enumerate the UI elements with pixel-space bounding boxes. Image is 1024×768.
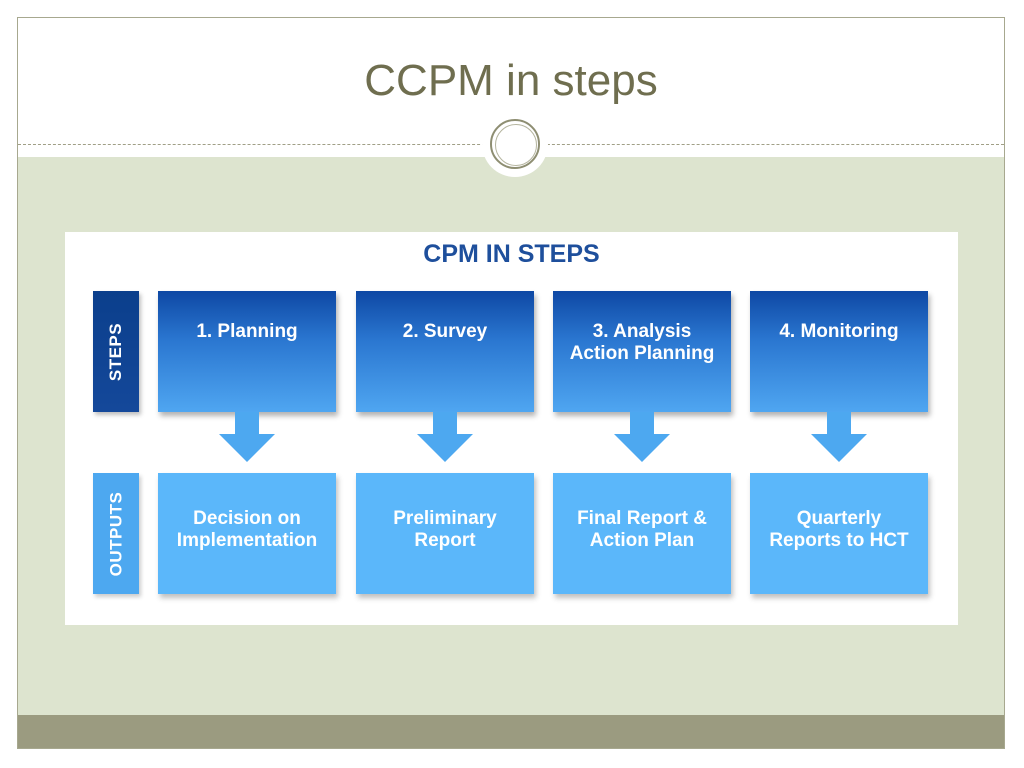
output-line-2: Action Plan bbox=[589, 529, 695, 551]
slide: CCPM in steps CPM IN STEPS STEPS OUTPUTS… bbox=[17, 17, 1005, 749]
step-label: 2. Survey bbox=[402, 321, 488, 342]
circle-ornament-icon bbox=[482, 111, 548, 177]
ornament-ring bbox=[490, 119, 540, 169]
ornament-inner-ring bbox=[495, 124, 537, 166]
step-label: 1. Planning bbox=[196, 321, 298, 342]
output-line-2: Report bbox=[414, 529, 476, 551]
footer-bar bbox=[18, 715, 1004, 748]
output-line-2: Reports to HCT bbox=[769, 529, 909, 551]
output-text: Preliminary Report bbox=[393, 508, 497, 552]
step-label: 4. Monitoring bbox=[779, 321, 899, 342]
step-label: 3. Analysis bbox=[592, 321, 692, 342]
step-box-analysis: 3. Analysis Action Planning bbox=[553, 291, 731, 412]
down-arrow-icon bbox=[417, 412, 473, 462]
slide-title: CCPM in steps bbox=[364, 56, 658, 105]
down-arrow-icon bbox=[811, 412, 867, 462]
step-box-planning: 1. Planning bbox=[158, 291, 336, 412]
down-arrow-icon bbox=[219, 412, 275, 462]
output-box-preliminary-report: Preliminary Report bbox=[356, 473, 534, 594]
output-text: Quarterly Reports to HCT bbox=[769, 508, 908, 552]
outputs-row-label: OUTPUTS bbox=[93, 473, 139, 594]
output-text: Final Report & Action Plan bbox=[577, 508, 707, 552]
down-arrow-icon bbox=[614, 412, 670, 462]
output-line-1: Final Report & bbox=[577, 507, 707, 529]
diagram-title: CPM IN STEPS bbox=[423, 240, 600, 268]
outputs-row-label-text: OUTPUTS bbox=[106, 491, 126, 576]
output-box-decision: Decision on Implementation bbox=[158, 473, 336, 594]
output-text: Decision on Implementation bbox=[177, 508, 317, 552]
output-box-final-report: Final Report & Action Plan bbox=[553, 473, 731, 594]
output-box-quarterly-reports: Quarterly Reports to HCT bbox=[750, 473, 928, 594]
output-line-2: Implementation bbox=[176, 529, 318, 551]
steps-row-label-text: STEPS bbox=[106, 322, 125, 381]
output-line-1: Quarterly bbox=[796, 507, 882, 529]
cpm-diagram: CPM IN STEPS STEPS OUTPUTS 1. Planning 2… bbox=[65, 232, 958, 625]
output-line-1: Decision on bbox=[193, 507, 301, 529]
step-label-line-2: Action Planning bbox=[569, 343, 715, 364]
steps-row-label: STEPS bbox=[93, 291, 139, 412]
step-box-survey: 2. Survey bbox=[356, 291, 534, 412]
step-box-monitoring: 4. Monitoring bbox=[750, 291, 928, 412]
output-line-1: Preliminary bbox=[393, 507, 497, 529]
